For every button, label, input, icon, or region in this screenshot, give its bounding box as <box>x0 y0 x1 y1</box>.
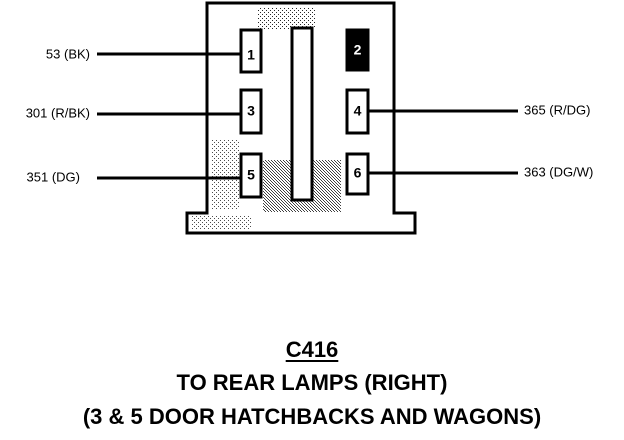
pin-6-number: 6 <box>354 165 362 181</box>
wire-label-pin-1: 53 (BK) <box>46 46 90 61</box>
pin-3-number: 3 <box>247 103 255 119</box>
pin-1-cavity <box>239 28 263 74</box>
wire-label-pin-6: 363 (DG/W) <box>524 164 593 179</box>
pin-2-cavity <box>345 28 370 72</box>
pin-3-cavity <box>239 88 263 135</box>
pin-4-number: 4 <box>354 103 362 119</box>
wire-label-pin-5: 351 (DG) <box>27 169 80 184</box>
connector-description-line-1: TO REAR LAMPS (RIGHT) <box>176 370 448 395</box>
pin-6-cavity <box>345 152 370 196</box>
connector-description-line-2: (3 & 5 DOOR HATCHBACKS AND WAGONS) <box>82 404 542 429</box>
pin-2-number: 2 <box>354 42 362 58</box>
center-slot <box>290 26 314 202</box>
pin-5-cavity <box>239 152 263 199</box>
pin-1-number: 1 <box>247 47 255 63</box>
pin-5-number: 5 <box>247 167 255 183</box>
wire-label-pin-4: 365 (R/DG) <box>524 102 590 117</box>
connector-id-title: C416 <box>285 337 339 362</box>
pin-4-cavity <box>345 88 370 135</box>
wire-label-pin-3: 301 (R/BK) <box>26 105 90 120</box>
shading-base <box>192 216 252 230</box>
shading-top <box>258 8 316 30</box>
shading-left <box>211 140 239 210</box>
